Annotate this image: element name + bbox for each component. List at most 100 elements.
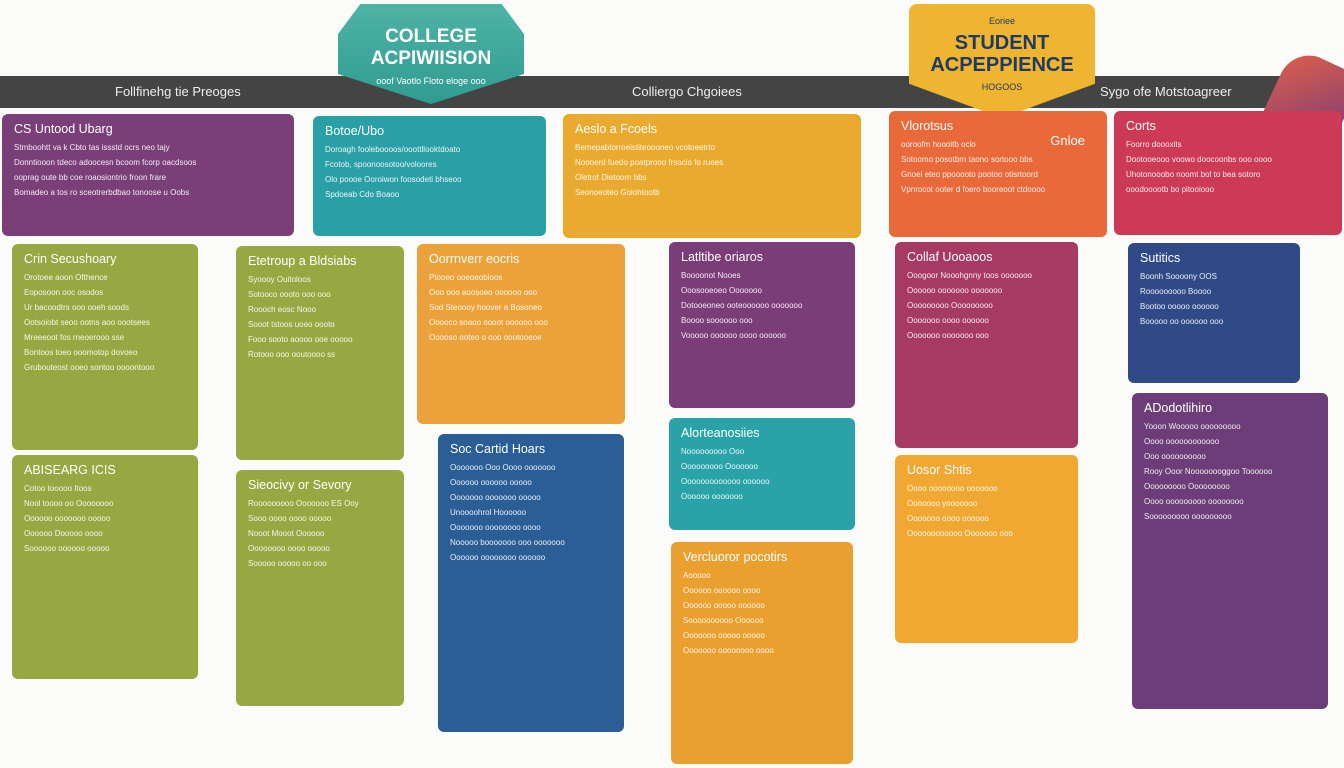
card-line: Orotoee aoon Ofthence [24,273,108,282]
card-line: Ooooooo oooooooo oooo [450,523,541,532]
card-line: Ootsoiobt seoo ootns aoo oootsees [24,318,150,327]
card-line: Cotoo tooooo Itoos [24,484,92,493]
card-line: Oooooo ooooo oooooo [683,601,765,610]
card-line: Dotooeoneo ooteoooooo ooooooo [681,301,803,310]
card-line: Ooooooo ooooo ooooo [683,631,765,640]
badge-subtitle: ooof Vaotlo Floto eloge ooo [376,76,486,86]
card-title: Sutitics [1140,251,1181,265]
card-line: Gnoel eteo ppooooto pootoo otisrtoord [901,170,1038,179]
card-line: Roooch eosc Nooo [248,305,317,314]
card-line: Grubouteost ooeo sontoo oooontooo [24,363,155,372]
card-line: Bontoos toeo ooomotop dovoeo [24,348,138,357]
card-line: Oooooo Dooooo oooo [24,529,103,538]
card-line: Eoposoon ooc osodos [24,288,104,297]
card-line: Oooo oooooooo ooooooo [907,484,998,493]
badge-title: COLLEGE ACPIWIISION [370,26,492,69]
banner-section-2: Colliergo Chgoiees [632,84,742,99]
card-line: Sooo oooo oooo ooooo [248,514,332,523]
card-line: Ooooooo Ooo Oooo ooooooo [450,463,556,472]
card-line: Sooooooooo ooooooooo [1144,512,1232,521]
card-title: ABISEARG ICIS [24,463,116,477]
card-title: CS Untood Ubarg [14,122,113,136]
card-line: Dootooeooo voowo doocoonbs ooo oooo [1126,155,1272,164]
card-line: Ooosooeoeo Ooooooo [681,286,762,295]
card-line: Fcotob, spoonoosotoo/voloores [325,160,437,169]
card-line: Yooon Wooooo ooooooooo [1144,422,1241,431]
card-title: Sieocivy or Sevory [248,478,352,492]
card-line: Mreeeoot fos rneoerooo sse [24,333,125,342]
card-line: ooroofm hoooitb oclo [901,140,976,149]
card-line: Ooooooo yooooooo [907,499,978,508]
card-line: Bootoo ooooo oooooo [1140,302,1219,311]
card-line: Ooooco soaoo oooot oooooo ooo [429,318,548,327]
card-title: Oorrnverr eocris [429,252,520,266]
badge-top: Eoriee [988,16,1015,26]
card-line: Fooo sooto aoooo ooe ooooo [248,335,353,344]
card-line: Ooooooo oooooooo oooo [683,646,774,655]
card-line: Sotoomo posotbrn taono sortooo bbs [901,155,1033,164]
card-line: Bomadeo a tos ro sceotrerbdbao tonoose u… [14,188,190,197]
card-title: Soc Cartid Hoars [450,442,546,456]
card-line: Oooooo oooooo ooooo [450,478,532,487]
card-line: Ooo ooo aoosoeo oooooo ooo [429,288,538,297]
card-line: Sod Steoooy hoover a Bosoneo [429,303,542,312]
card-title: Botoe/Ubo [325,124,385,138]
card-line: Vpnrocot ooter d foero booreoot ctdoooo [901,185,1046,194]
card-title: Uosor Shtis [907,463,972,477]
card-line: Oooooooo oooo ooooo [248,544,330,553]
card-line: Unoooohrol Hoooooo [450,508,527,517]
card-line: Booooo oo oooooo ooo [1140,317,1224,326]
card-line: ooprag oute bb coe roaosiontrio froon fr… [14,173,167,182]
card-line: Rooooooooo Ooooooo ES Ooy [248,499,359,508]
student-acceptance-badge: Eoriee STUDENT ACPEPPIENCE HOGOOS [909,4,1095,118]
card-line: Nool toooo oo Oooooooo [24,499,114,508]
card-line: Boooonot Nooes [681,271,741,280]
card-title: Etetroup a Bldsiabs [248,254,357,268]
card-line: Ur bacoodtrs ooo ooeh soods [24,303,129,312]
card-line: Oooooo oooooo oooo [683,586,761,595]
card-line: Olo poooe Ooroiwon foosodeti bhseoo [325,175,462,184]
card-line: Seonoeoteo Goiohtootb [575,188,660,197]
card-line: Nooot Mooot Oooooo [248,529,325,538]
card-line: Foorro doooxits [1126,140,1182,149]
badge-title: STUDENT ACPEPPIENCE [930,32,1074,76]
banner-section-3: Sygo ofe Motstoagreer [1100,84,1232,99]
timeline-banner: Follfinehg tie Preoges Colliergo Chgoiee… [0,76,1344,108]
card-line: Ooooooooo Ooooooo [681,462,758,471]
card-line: Oooooooooooo Ooooooo ooo [907,529,1013,538]
card-line: Soooooooooo Oooooo [683,616,764,625]
card-line: Ooogoor Nooohgnny toos ooooooo [907,271,1032,280]
card-line: Ooooooo ooooooo ooooo [450,493,541,502]
card-line: Ooooooooo Ooooooooo [907,301,993,310]
card-title: Latltibe oriaros [681,250,763,264]
card-line: Sooooo ooooo oo ooo [248,559,327,568]
card-title: ADodotlihiro [1144,401,1213,415]
card-line: Oooo ooooooooo oooooooo [1144,497,1244,506]
card-title: Crin Secushoary [24,252,117,266]
card-line: Bemepabtorroeistiteoooneo vcotoeetrto [575,143,716,152]
card-line: Ooooooo oooo oooooo [907,514,989,523]
card-line: Ptooeo ooeoeobioos [429,273,503,282]
card-line: Donntiooon tdeco adoocesn bcoom fcorp oa… [14,158,197,167]
banner-section-1: Follfinehg tie Preoges [115,84,241,99]
card-title: Vercluoror pocotirs [683,550,788,564]
card-line: Oooo oooooooooooo [1144,437,1220,446]
card-line: Spdoeab Cdo Boaoo [325,190,400,199]
card-line: Oletrot Dietoorn bbs [575,173,647,182]
card-line: Ooooso ooteo o ooo oootooeoe [429,333,542,342]
card-line: Stmboohtt va k Cbto tas issstd ocrs neo … [14,143,170,152]
